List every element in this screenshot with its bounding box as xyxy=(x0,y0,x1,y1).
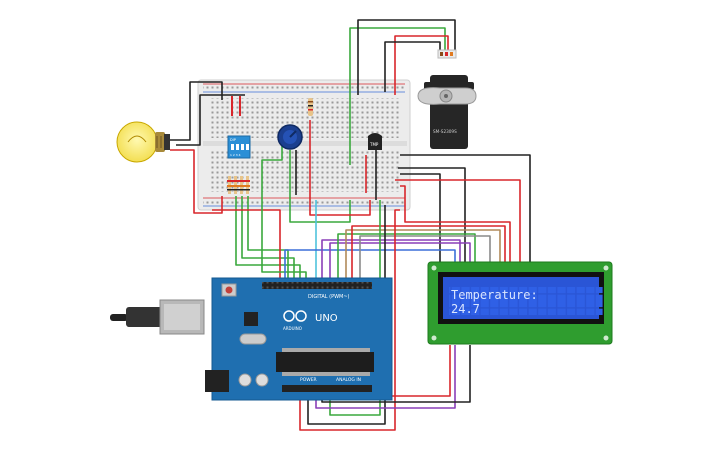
light-bulb xyxy=(116,121,170,163)
wire-servo-black xyxy=(357,19,456,95)
wire-lcd-purple-2 xyxy=(329,242,471,285)
arduino-uno-board: DIGITAL (PWM~) POWER ANALOG IN ARDUINO U… xyxy=(110,277,393,401)
analog-pins-label: ANALOG IN xyxy=(336,377,361,383)
power-pins-label: POWER xyxy=(300,377,317,383)
lcd-line-1: Temperature: xyxy=(451,288,538,302)
wire-lcd-gray xyxy=(359,235,491,285)
resistor xyxy=(308,98,313,116)
wire-lcd-tan xyxy=(345,229,501,285)
tmp-label: TMP xyxy=(369,142,379,147)
wire-lcd-green xyxy=(337,233,476,285)
wire-lcd-blue xyxy=(284,249,456,285)
atmega-chip xyxy=(276,348,374,376)
wire-bulb-red xyxy=(170,149,223,214)
wire-lcd-red-2 xyxy=(400,185,511,262)
wire-power-red xyxy=(299,209,400,431)
servo-motor: SM-S2309S xyxy=(417,49,477,149)
potentiometer[interactable] xyxy=(277,124,303,150)
usb-cable xyxy=(110,299,205,335)
wire-bulb-black xyxy=(168,81,223,141)
resistor-bank xyxy=(227,176,250,194)
wire-lcd-black-3 xyxy=(400,154,531,262)
wire-servo-green xyxy=(349,27,446,165)
wire-arduino-green-4 xyxy=(261,140,307,285)
arduino-logo: ARDUINO UNO xyxy=(283,310,338,331)
wire-bulb-black-2 xyxy=(176,94,245,146)
dip-switch-positions: 1 2 3 4 xyxy=(230,153,241,157)
temperature-sensor: TMP xyxy=(368,133,382,150)
servo-model-label: SM-S2309S xyxy=(433,129,457,134)
dip-switch[interactable]: DIP 1 2 3 4 xyxy=(227,135,251,159)
wires xyxy=(168,19,531,431)
wire-servo-red xyxy=(394,35,449,95)
arduino-logo-text: ARDUINO xyxy=(283,326,302,331)
wire-lcd-red-1 xyxy=(395,179,521,262)
lcd-display: Temperature: 24.7 xyxy=(427,261,613,345)
wire-lcd-purple-1 xyxy=(321,239,461,285)
arduino-uno-label: UNO xyxy=(315,313,338,324)
wire-arduino-green-3 xyxy=(247,196,289,285)
digital-pins-label: DIGITAL (PWM~) xyxy=(308,294,350,300)
wire-arduino-red-1 xyxy=(212,209,281,285)
wire-pot-red xyxy=(309,120,371,216)
reset-button[interactable] xyxy=(221,283,237,297)
wire-lcd-red-3 xyxy=(351,225,506,285)
lcd-line-2: 24.7 xyxy=(451,302,480,316)
wire-servo-black-2 xyxy=(384,41,441,92)
wire-lcd-black-2 xyxy=(400,173,441,262)
dip-switch-label: DIP xyxy=(230,138,236,142)
wire-arduino-green-1 xyxy=(235,196,301,285)
wire-pot-green xyxy=(289,150,351,223)
